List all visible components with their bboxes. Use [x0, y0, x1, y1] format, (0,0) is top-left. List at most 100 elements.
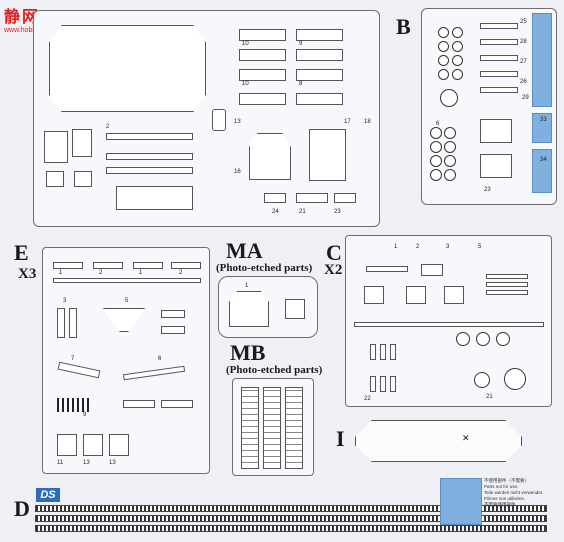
- bracket-part: [444, 286, 464, 304]
- stowage-bin-6: [296, 69, 343, 81]
- stowage-bin-7: [239, 93, 286, 105]
- part-number: 1: [245, 283, 249, 289]
- part-number: 28: [520, 39, 527, 45]
- pin-part: [380, 344, 386, 360]
- link-part: [480, 39, 518, 45]
- grille-part: [57, 398, 91, 412]
- link-part: [480, 87, 518, 93]
- part-number: 27: [520, 59, 527, 65]
- track-wheel: [430, 141, 442, 153]
- part-number: 24: [272, 209, 279, 215]
- part-number: 2: [179, 270, 183, 276]
- part-number: 13: [109, 460, 116, 466]
- part-number: 6: [158, 356, 162, 362]
- sprue-ma-frame: 1: [218, 276, 318, 338]
- track-wheel: [444, 169, 456, 181]
- stowage-bin-4: [296, 49, 343, 61]
- part-number: 10: [242, 81, 249, 87]
- sprue-count-e: X3: [18, 266, 37, 282]
- small-part-4: [74, 171, 92, 187]
- superstructure-part: [249, 133, 291, 180]
- unused-parts-legend-text: 不使用部件（不需要） Parts not for use. Teile werd…: [484, 478, 554, 508]
- stowage-bin-5: [239, 69, 286, 81]
- stowage-bin-3: [239, 49, 286, 61]
- sprocket-wheel: [504, 368, 526, 390]
- rail-part-1: [264, 193, 286, 203]
- lamp-part: [421, 264, 443, 276]
- idler-wheel: [496, 332, 510, 346]
- grab-handle: [486, 282, 528, 287]
- fender-part: [171, 262, 201, 269]
- part-number: 3: [63, 298, 67, 304]
- pin-part: [390, 344, 396, 360]
- hinge-part: [57, 308, 65, 338]
- road-wheel: [452, 55, 463, 66]
- road-wheel: [438, 69, 449, 80]
- part-number: 10: [242, 41, 249, 47]
- jack-part: [57, 361, 101, 379]
- unused-parts-legend-swatch: [440, 478, 482, 525]
- part-number: 21: [486, 394, 493, 400]
- fender-part: [93, 262, 123, 269]
- part-number: 34: [540, 157, 547, 163]
- drive-sprocket: [440, 89, 458, 107]
- fender-part: [133, 262, 163, 269]
- etched-bracket-part: [229, 291, 269, 327]
- road-wheel: [452, 41, 463, 52]
- link-part: [480, 55, 518, 61]
- small-part-1: [44, 131, 68, 163]
- fender-part: [53, 262, 83, 269]
- hull-plate-part: [49, 25, 206, 112]
- etched-grille-part: [285, 387, 303, 469]
- hatch-part: [83, 434, 103, 456]
- part-number: 23: [484, 187, 491, 193]
- bracket-part: [161, 326, 185, 334]
- track-wheel: [430, 155, 442, 167]
- engine-deck-part: [116, 186, 193, 210]
- rail-part-3: [334, 193, 356, 203]
- unused-part-highlight: [532, 149, 552, 193]
- track-run-1: [35, 505, 547, 512]
- link-part: [480, 23, 518, 29]
- part-number: 5: [125, 298, 129, 304]
- bracket-part: [364, 286, 384, 304]
- sprue-e-frame: 1 2 1 2 3 5 7 6 9 11 13 13: [42, 247, 210, 474]
- etched-grille-part: [241, 387, 259, 469]
- part-number: 25: [520, 19, 527, 25]
- sprue-c-frame: 1 2 3 5 22 21: [345, 235, 552, 407]
- track-wheel: [444, 155, 456, 167]
- part-number: 3: [446, 244, 450, 250]
- axle-bar-2: [106, 153, 193, 160]
- pin-part: [370, 344, 376, 360]
- track-run-2: [35, 515, 547, 522]
- bracket-part: [161, 310, 185, 318]
- track-run-3: [35, 525, 547, 532]
- hatch-part: [57, 434, 77, 456]
- part-number: 11: [57, 460, 64, 466]
- part-number: 1: [59, 270, 63, 276]
- etched-small-part: [285, 299, 305, 319]
- spacer-bar: [354, 322, 544, 327]
- sprue-mb-frame: [232, 378, 314, 476]
- pin-part: [390, 376, 396, 392]
- rail-part: [53, 278, 201, 283]
- bracket-part: [480, 119, 512, 143]
- axle-bar-1: [106, 133, 193, 140]
- stowage-bin-2: [296, 29, 343, 41]
- part-number: 13: [83, 460, 90, 466]
- pin-part: [380, 376, 386, 392]
- part-number: 9: [83, 412, 87, 418]
- track-wheel: [430, 127, 442, 139]
- idler-wheel: [456, 332, 470, 346]
- legend-line: 不使用部件（不需要）: [484, 478, 529, 483]
- road-wheel: [438, 41, 449, 52]
- grab-handle: [486, 274, 528, 279]
- bracket-part: [480, 154, 512, 178]
- part-number: 26: [520, 79, 527, 85]
- unused-part-highlight: [532, 113, 552, 143]
- lower-hull-part: [355, 420, 522, 462]
- tool-part: [161, 400, 193, 408]
- logo-text: DS: [40, 489, 56, 501]
- idler-wheel: [476, 332, 490, 346]
- part-number: 5: [478, 244, 482, 250]
